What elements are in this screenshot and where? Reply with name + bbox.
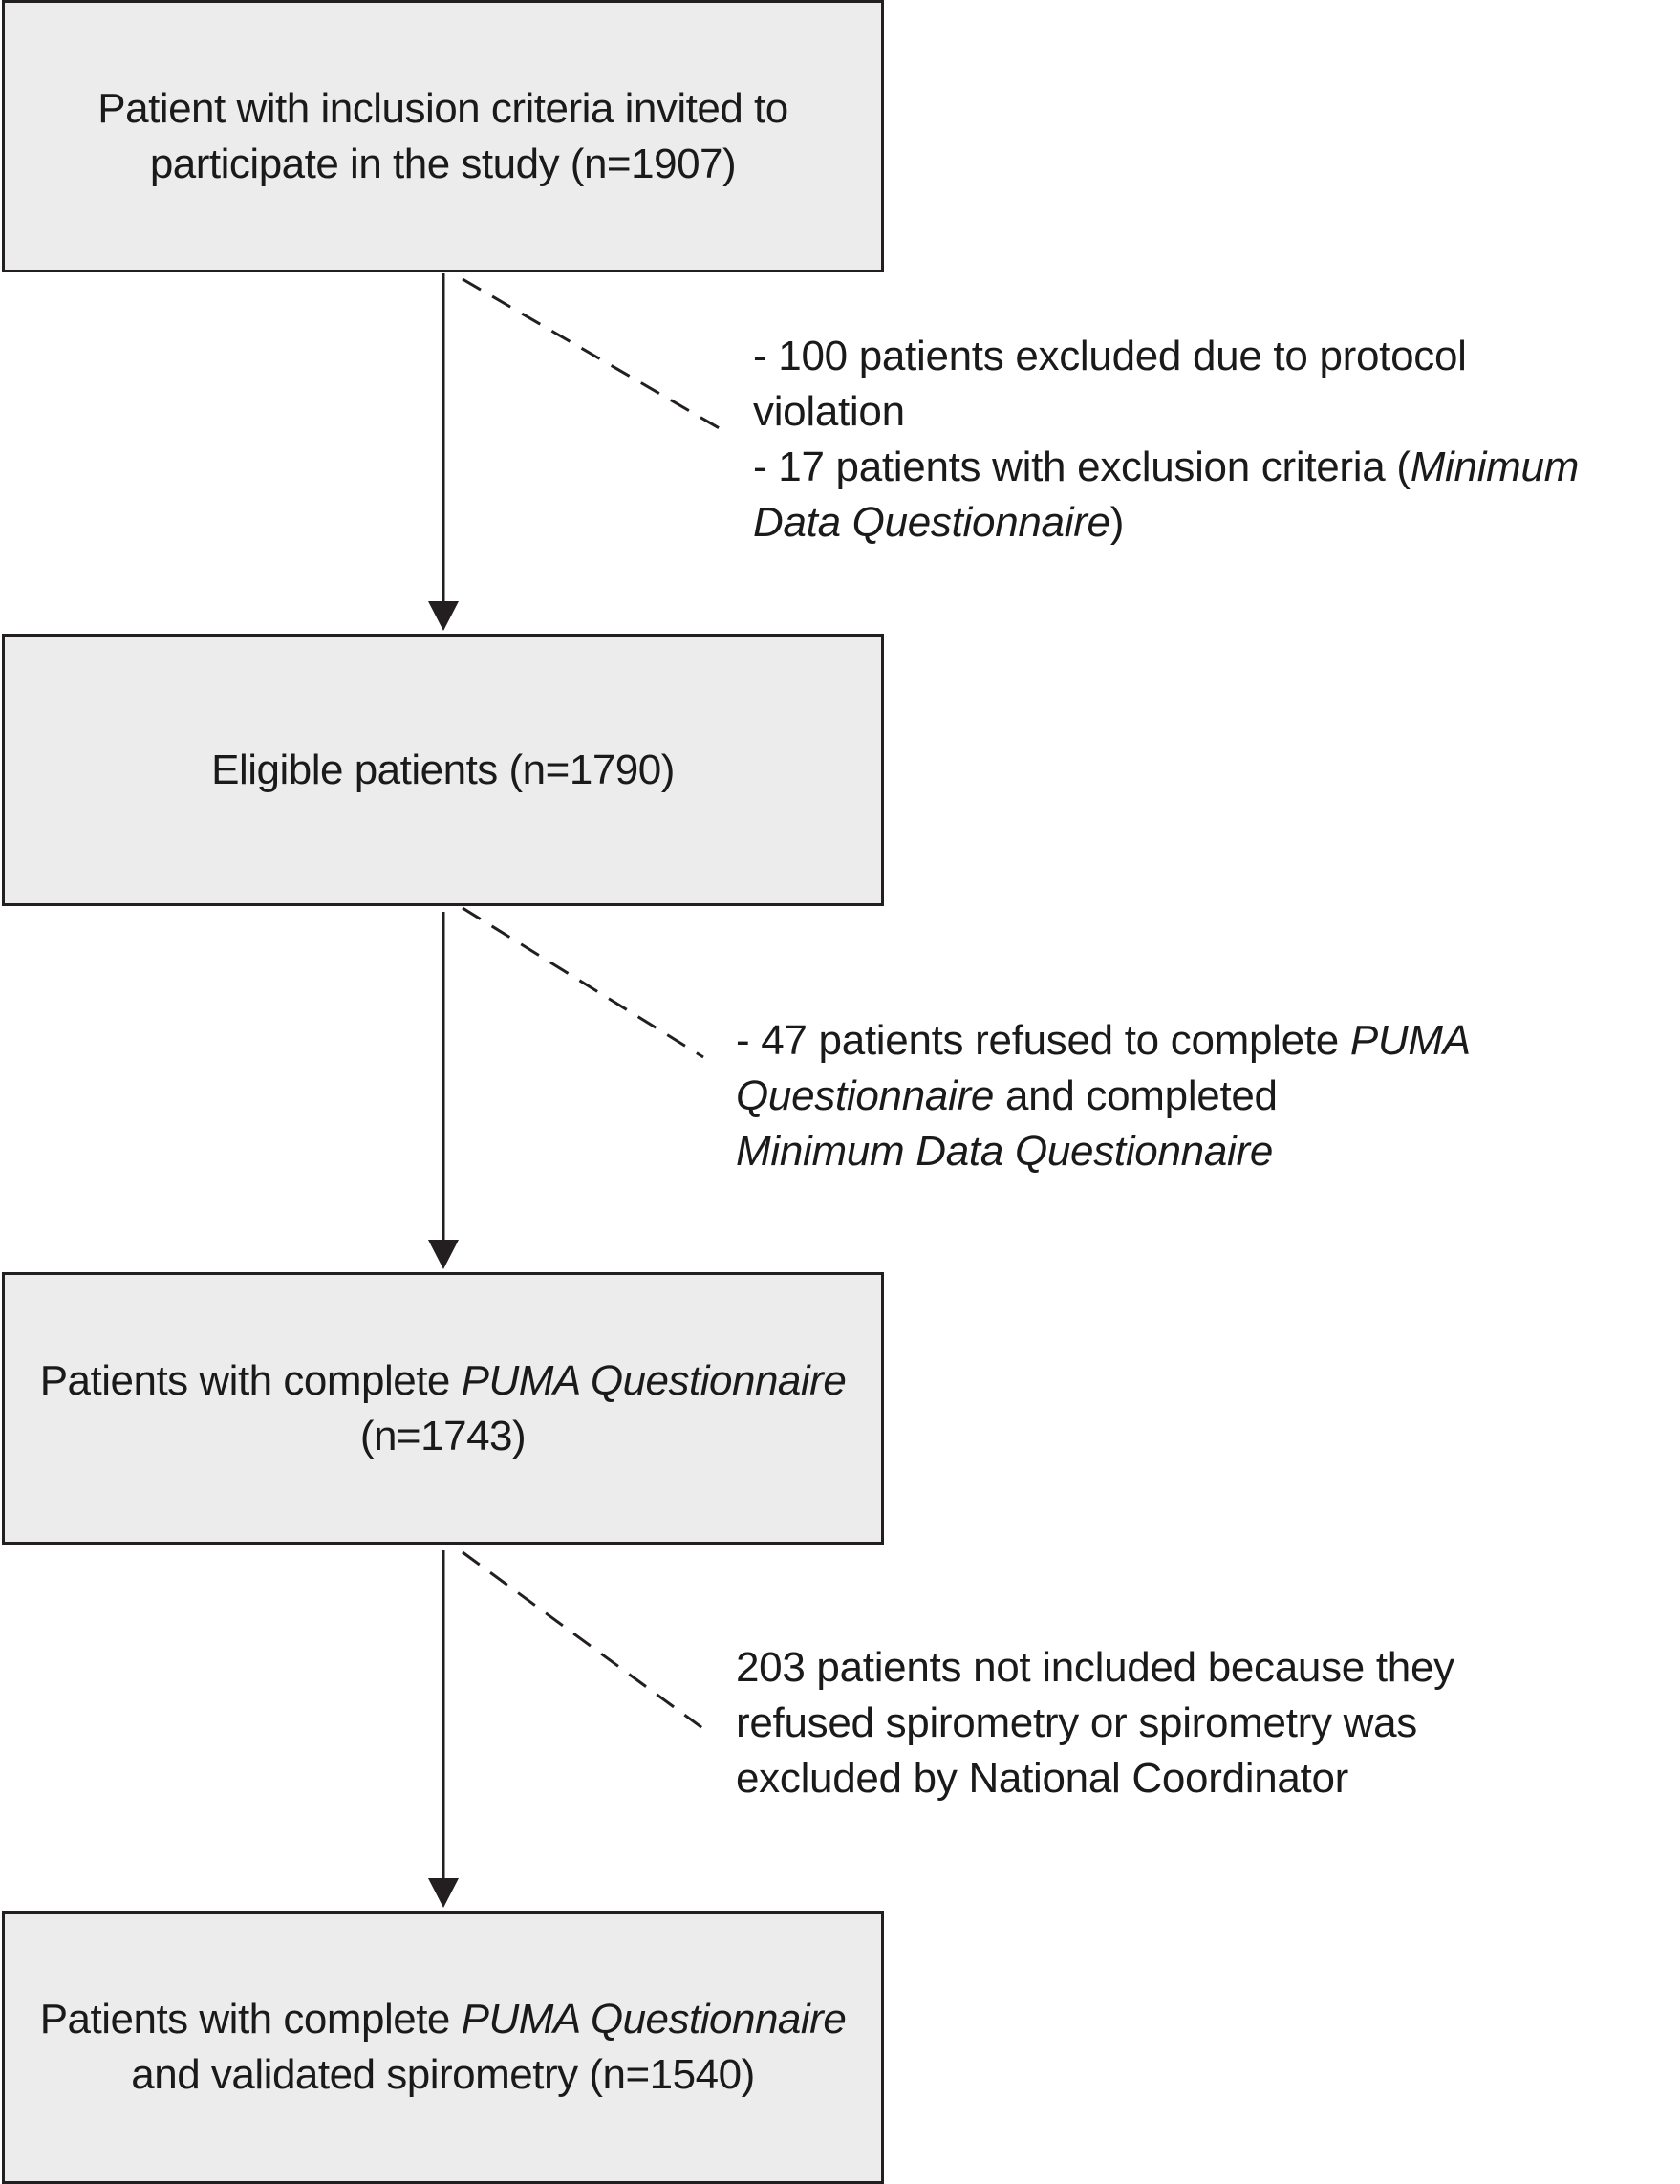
note2-line2-italic: Questionnaire	[736, 1072, 995, 1119]
box-complete-puma: Patients with complete PUMA Questionnair…	[2, 1272, 884, 1545]
note1-line1: - 100 patients excluded due to protocol	[753, 333, 1467, 379]
arrow-3-head	[428, 1878, 459, 1908]
note1-line4-post: )	[1109, 499, 1125, 546]
note1-line2: violation	[753, 388, 905, 435]
box-complete-puma-line2: (n=1743)	[359, 1412, 527, 1460]
note2-line3-italic: Minimum Data Questionnaire	[736, 1128, 1273, 1175]
note3-line1: 203 patients not included because they	[736, 1644, 1454, 1691]
note1-line4-italic: Data Questionnaire	[753, 499, 1110, 546]
box-eligible: Eligible patients (n=1790)	[2, 634, 884, 906]
note3-line2: refused spirometry or spirometry was	[736, 1699, 1417, 1746]
note1-line3: - 17 patients with exclusion criteria (M…	[753, 440, 1579, 495]
note2-line1-pre: - 47 patients refused to complete	[736, 1017, 1350, 1064]
exclusion-note-2: - 47 patients refused to complete PUMA Q…	[736, 1013, 1471, 1179]
box-invited-line2: participate in the study (n=1907)	[149, 140, 737, 187]
exclusion-note-3: 203 patients not included because they r…	[736, 1640, 1454, 1806]
dashed-exclusion-2	[462, 906, 704, 1059]
note1-line3-italic: Minimum	[1410, 443, 1580, 490]
box-validated-line2: and validated spirometry (n=1540)	[131, 2051, 755, 2098]
box-validated-spirometry: Patients with complete PUMA Questionnair…	[2, 1911, 884, 2184]
arrow-1-head	[428, 601, 459, 631]
dashed-exclusion-3	[462, 1550, 706, 1732]
note2-line2: Questionnaire and completed	[736, 1069, 1471, 1124]
box-eligible-line1: Eligible patients (n=1790)	[211, 746, 675, 793]
note1-line3-pre: - 17 patients with exclusion criteria (	[753, 443, 1411, 490]
note2-line1-italic: PUMA	[1349, 1017, 1471, 1064]
note2-line2-post: and completed	[994, 1072, 1278, 1119]
box-validated-line1-italic: PUMA Questionnaire	[461, 1996, 847, 2043]
box-validated-line1-pre: Patients with complete	[39, 1996, 462, 2043]
exclusion-note-1: - 100 patients excluded due to protocol …	[753, 329, 1579, 551]
dashed-exclusion-1	[462, 277, 723, 432]
note1-line4: Data Questionnaire)	[753, 495, 1579, 551]
note2-line3: Minimum Data Questionnaire	[736, 1124, 1471, 1179]
box-complete-puma-line1-pre: Patients with complete	[39, 1356, 462, 1404]
box-invited-line1: Patient with inclusion criteria invited …	[97, 84, 788, 132]
note2-line1: - 47 patients refused to complete PUMA	[736, 1013, 1471, 1069]
arrow-2-head	[428, 1240, 459, 1269]
box-invited: Patient with inclusion criteria invited …	[2, 0, 884, 272]
note3-line3: excluded by National Coordinator	[736, 1755, 1349, 1802]
box-complete-puma-line1-italic: PUMA Questionnaire	[461, 1356, 847, 1404]
